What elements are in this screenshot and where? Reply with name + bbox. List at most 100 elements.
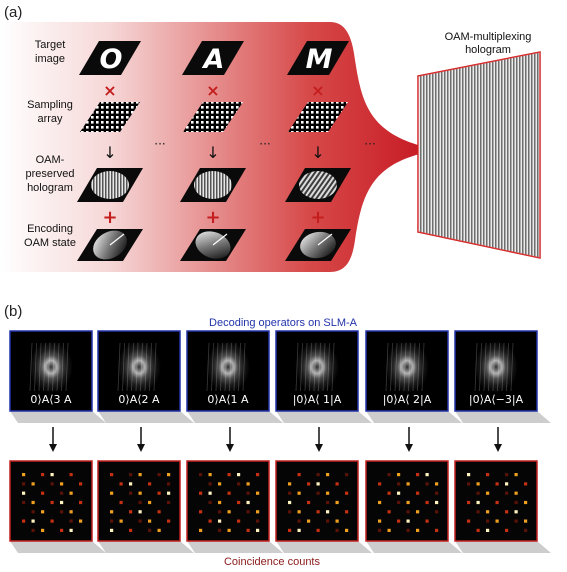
coincidence-caption: Coincidence counts bbox=[224, 556, 321, 568]
count-pixel-5-1-3 bbox=[495, 482, 499, 486]
decoding-beam-2 bbox=[206, 341, 250, 393]
decoding-fringe-1-6 bbox=[144, 342, 148, 392]
count-pixel-3-2-6 bbox=[345, 491, 349, 495]
coincidence-counts-row bbox=[9, 460, 551, 553]
count-pixel-4-1-5 bbox=[425, 482, 429, 486]
target-image-plate-0 bbox=[79, 41, 141, 75]
count-pixel-0-3-4 bbox=[60, 500, 64, 505]
multiply-icon-0: × bbox=[103, 81, 116, 100]
target-image-plate-2 bbox=[287, 41, 349, 75]
decoding-fringe-2-2 bbox=[215, 342, 219, 392]
count-pixel-4-6-1 bbox=[387, 528, 391, 532]
count-pixel-1-6-2 bbox=[129, 528, 133, 532]
count-pixel-3-0-6 bbox=[345, 473, 349, 477]
oam-state-phase-step-2 bbox=[317, 233, 333, 246]
decoding-operator-label-4: |0⟩A⟨ 2|A bbox=[383, 393, 432, 406]
counts-shadow-2 bbox=[187, 541, 283, 553]
count-pixel-0-3-0 bbox=[22, 500, 26, 505]
hologram-label-line1: OAM-multiplexing bbox=[445, 31, 532, 43]
decoding-beam-4 bbox=[385, 341, 429, 393]
decoding-operator-label-5: |0⟩A⟨−3|A bbox=[469, 393, 524, 406]
count-pixel-3-2-1 bbox=[297, 491, 301, 495]
decoding-fringe-0-5 bbox=[52, 342, 55, 392]
row-label-2-line0: OAM- bbox=[36, 154, 65, 166]
count-pixel-0-3-3 bbox=[50, 500, 54, 505]
count-pixel-1-4-2 bbox=[129, 510, 133, 514]
count-pixel-5-4-5 bbox=[514, 510, 518, 514]
oam-hologram-disk-2 bbox=[299, 171, 337, 199]
count-pixel-5-5-6 bbox=[524, 519, 528, 523]
count-pixel-2-4-0 bbox=[199, 510, 203, 514]
decoding-fringe-3-0 bbox=[295, 342, 299, 392]
count-pixel-1-1-1 bbox=[119, 482, 123, 486]
count-pixel-5-2-5 bbox=[514, 491, 518, 495]
decoding-fringe-0-4 bbox=[47, 342, 51, 392]
decoding-fringe-2-8 bbox=[242, 342, 246, 392]
count-pixel-3-0-4 bbox=[326, 473, 330, 477]
count-pixel-0-2-2 bbox=[41, 491, 45, 495]
decoding-fringe-5-6 bbox=[501, 342, 505, 392]
down-arrow-icon-b-4 bbox=[405, 444, 413, 452]
count-pixel-3-0-1 bbox=[297, 473, 301, 477]
decoding-fringe-5-5 bbox=[497, 342, 500, 392]
decoding-fringe-2-5 bbox=[229, 342, 232, 392]
count-pixel-2-0-6 bbox=[256, 473, 260, 477]
count-pixel-0-4-2 bbox=[41, 510, 45, 514]
decoding-fringe-3-6 bbox=[322, 342, 326, 392]
count-pixel-4-6-3 bbox=[406, 528, 410, 532]
down-arrow-icon-0: ↓ bbox=[103, 143, 116, 162]
count-pixel-5-3-1 bbox=[476, 500, 480, 505]
count-pixel-1-2-3 bbox=[138, 491, 142, 495]
count-pixel-0-3-1 bbox=[31, 500, 35, 505]
count-pixel-2-5-2 bbox=[218, 519, 222, 523]
decoding-beam-1 bbox=[117, 341, 161, 393]
count-pixel-3-3-0 bbox=[288, 500, 292, 505]
sampling-array-plate-2 bbox=[288, 102, 348, 132]
count-pixel-0-1-3 bbox=[50, 482, 54, 486]
count-pixel-1-5-0 bbox=[110, 519, 114, 523]
decoding-fringe-0-6 bbox=[56, 342, 60, 392]
decoding-operator-label-3: |0⟩A⟨ 1|A bbox=[293, 393, 342, 406]
count-pixel-3-5-5 bbox=[335, 519, 339, 523]
row-label-3-line1: OAM state bbox=[24, 237, 76, 249]
count-pixel-3-6-6 bbox=[345, 528, 349, 532]
decoding-fringe-2-7 bbox=[238, 342, 241, 392]
decoding-fringe-4-7 bbox=[417, 342, 420, 392]
count-pixel-2-6-3 bbox=[227, 528, 231, 532]
count-pixel-3-5-2 bbox=[307, 519, 311, 523]
count-pixel-0-0-0 bbox=[22, 473, 26, 477]
count-pixel-3-2-4 bbox=[326, 491, 330, 495]
count-pixel-5-1-0 bbox=[467, 482, 471, 486]
target-image-plate-1 bbox=[182, 41, 244, 75]
row-label-1-line1: array bbox=[37, 113, 63, 125]
count-pixel-2-6-6 bbox=[256, 528, 260, 532]
row-label-1-line0: Sampling bbox=[27, 99, 73, 111]
count-pixel-2-3-1 bbox=[208, 500, 212, 505]
count-pixel-4-4-1 bbox=[387, 510, 391, 514]
decoding-fringe-1-0 bbox=[117, 342, 121, 392]
count-pixel-5-5-3 bbox=[495, 519, 499, 523]
count-pixel-4-3-2 bbox=[397, 500, 401, 505]
decoding-fringe-2-0 bbox=[206, 342, 210, 392]
count-pixel-3-3-2 bbox=[307, 500, 311, 505]
row-labels: TargetimageSamplingarrayOAM-preservedhol… bbox=[24, 39, 76, 249]
count-pixel-5-2-4 bbox=[505, 491, 509, 495]
count-pixel-0-5-6 bbox=[79, 519, 83, 523]
count-pixel-4-6-0 bbox=[378, 528, 382, 532]
count-pixel-3-3-5 bbox=[335, 500, 339, 505]
count-pixel-4-3-3 bbox=[406, 500, 410, 505]
count-pixel-4-6-6 bbox=[435, 528, 439, 532]
count-pixel-4-0-5 bbox=[425, 473, 429, 477]
counts-shadow-0 bbox=[10, 541, 106, 553]
count-pixel-2-5-4 bbox=[237, 519, 241, 523]
count-pixel-3-6-3 bbox=[316, 528, 320, 532]
count-pixel-0-0-3 bbox=[50, 473, 54, 477]
count-pixel-0-3-6 bbox=[79, 500, 83, 505]
count-pixel-4-1-0 bbox=[378, 482, 382, 486]
target-letter-0: O bbox=[100, 44, 123, 75]
count-pixel-1-3-6 bbox=[167, 500, 171, 505]
count-pixel-3-4-1 bbox=[297, 510, 301, 514]
count-pixel-4-6-4 bbox=[416, 528, 420, 532]
row-label-0-line1: image bbox=[35, 53, 65, 65]
count-pixel-3-2-3 bbox=[316, 491, 320, 495]
